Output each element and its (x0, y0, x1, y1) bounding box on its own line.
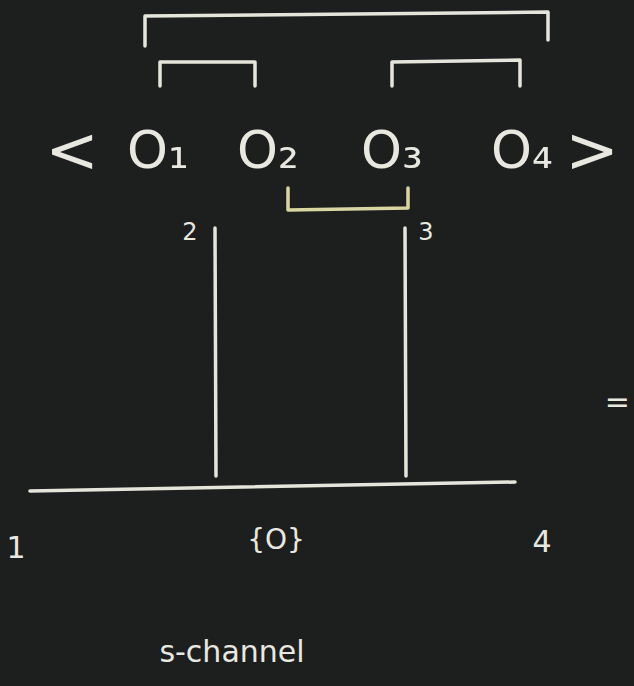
operator-symbol: O₄ (491, 124, 553, 176)
operator-symbol: O₂ (237, 124, 299, 176)
operator-symbol: O₁ (127, 124, 189, 176)
right-contraction-bracket (392, 60, 520, 86)
middle-contraction-bracket (288, 188, 408, 210)
angle-bracket: > (565, 118, 619, 182)
leg-number: 2 (182, 220, 197, 244)
leg-number: 3 (418, 220, 433, 244)
outer-contraction-bracket (145, 12, 548, 46)
external-leg (405, 228, 406, 476)
leg-number: 4 (532, 527, 551, 557)
channel-name: s-channel (159, 637, 304, 667)
equals-sign: = (605, 387, 630, 417)
exchanged-operator-set: {O} (247, 526, 305, 554)
leg-number: 1 (6, 533, 25, 563)
exchange-line (30, 482, 515, 491)
angle-bracket: < (45, 118, 99, 182)
operator-symbol: O₃ (361, 124, 423, 176)
left-contraction-bracket (160, 62, 255, 86)
external-leg (215, 228, 216, 476)
